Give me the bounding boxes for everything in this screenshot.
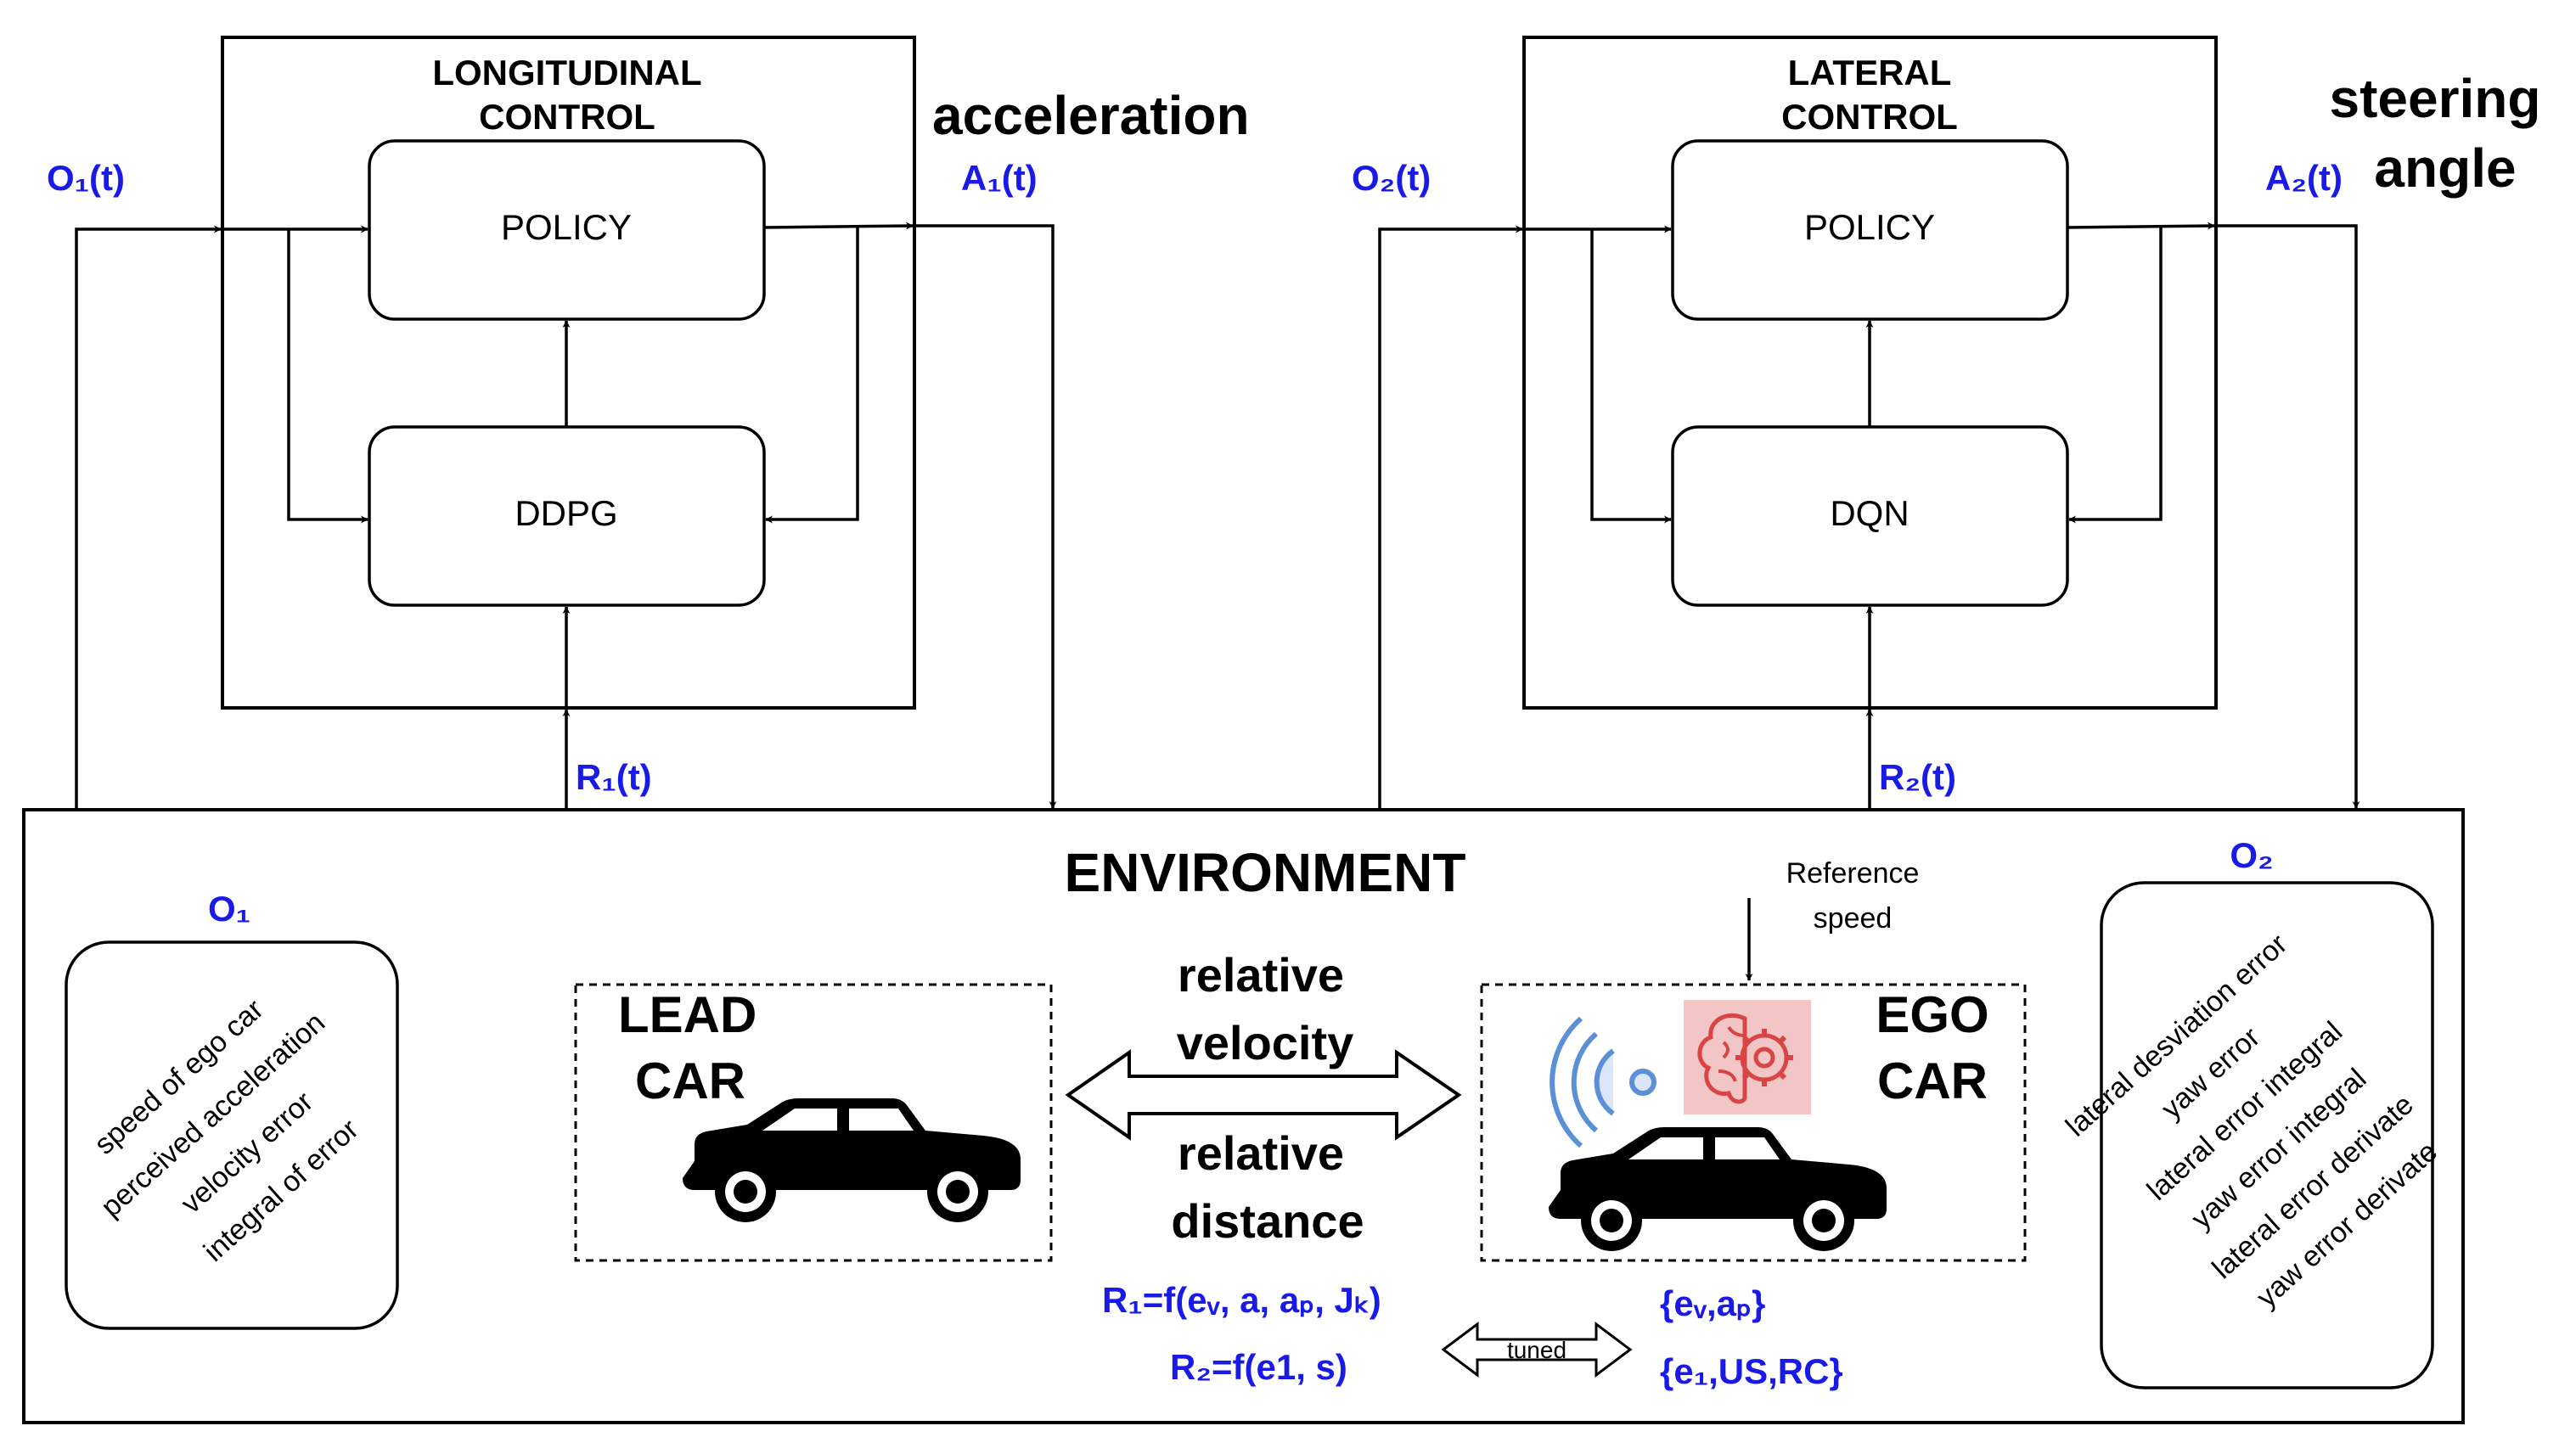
relative-velocity-line2: velocity bbox=[1177, 1016, 1354, 1069]
reward-set-1: {eᵥ,aₚ} bbox=[1660, 1283, 1765, 1323]
longitudinal-control-box bbox=[221, 36, 916, 710]
ego-car-label-line2: CAR bbox=[1877, 1052, 1988, 1109]
lateral-policy-label: POLICY bbox=[1804, 207, 1935, 247]
reward-set-2: {e₁,US,RC} bbox=[1660, 1351, 1843, 1391]
lead-car-label-line2: CAR bbox=[635, 1052, 745, 1109]
tuned-arrow-icon bbox=[1441, 1322, 1633, 1378]
tuned-label: tuned bbox=[1507, 1337, 1566, 1363]
environment-title: ENVIRONMENT bbox=[1065, 842, 1466, 903]
r1-formula: R₁=f(eᵥ, a, aₚ, Jₖ) bbox=[1102, 1280, 1381, 1320]
brain-gear-icon bbox=[1684, 1000, 1811, 1114]
ego-car-label-line1: EGO bbox=[1876, 986, 1988, 1043]
lateral-title-line2: CONTROL bbox=[1781, 97, 1958, 137]
steering-label: steering bbox=[2330, 68, 2541, 129]
r2-signal-label: R₂(t) bbox=[1879, 757, 1956, 797]
lead-car-box bbox=[574, 983, 1053, 1262]
o1-list-label: O₁ bbox=[208, 889, 250, 929]
reference-speed-line2: speed bbox=[1814, 902, 1893, 935]
dqn-label: DQN bbox=[1830, 493, 1909, 533]
ddpg-label: DDPG bbox=[515, 493, 617, 533]
longitudinal-title-line1: LONGITUDINAL bbox=[432, 53, 701, 93]
o2-signal-label: O₂(t) bbox=[1352, 158, 1431, 198]
o1-signal-label: O₁(t) bbox=[47, 158, 125, 198]
longitudinal-policy-label: POLICY bbox=[501, 207, 632, 247]
double-arrow-icon bbox=[1065, 1049, 1462, 1141]
o1-list-box bbox=[65, 940, 399, 1330]
r2-formula: R₂=f(e1, s) bbox=[1170, 1347, 1347, 1387]
a2-signal-label: A₂(t) bbox=[2265, 158, 2343, 198]
o2-list-label: O₂ bbox=[2230, 835, 2273, 875]
lateral-policy-box bbox=[1671, 139, 2069, 321]
lead-car-label-line1: LEAD bbox=[618, 986, 756, 1043]
angle-label: angle bbox=[2374, 138, 2516, 199]
r1-signal-label: R₁(t) bbox=[576, 757, 652, 797]
relative-distance-line1: relative bbox=[1178, 1126, 1344, 1180]
environment-box bbox=[22, 808, 2465, 1424]
longitudinal-title-line2: CONTROL bbox=[479, 97, 655, 137]
a1-signal-label: A₁(t) bbox=[961, 158, 1038, 198]
longitudinal-policy-box bbox=[368, 139, 766, 321]
o2-list-box bbox=[2100, 881, 2434, 1389]
acceleration-label: acceleration bbox=[932, 85, 1250, 146]
ego-car-box bbox=[1480, 983, 2027, 1262]
relative-distance-line2: distance bbox=[1171, 1194, 1364, 1248]
wifi-signal-icon bbox=[1550, 1016, 1656, 1148]
lateral-title-line1: LATERAL bbox=[1788, 53, 1952, 93]
reference-speed-line1: Reference bbox=[1786, 857, 1920, 890]
relative-velocity-line1: relative bbox=[1178, 948, 1344, 1002]
